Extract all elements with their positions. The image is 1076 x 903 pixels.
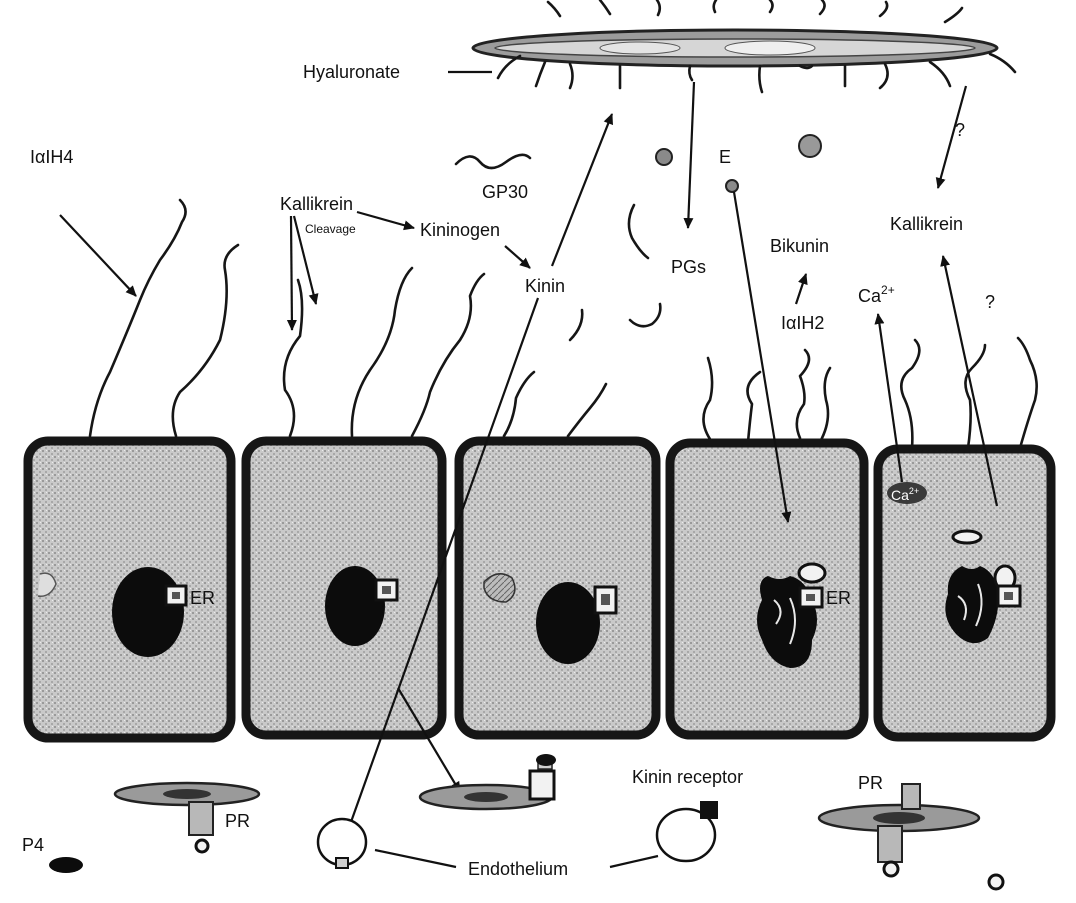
endothelium-label: Endothelium [468, 859, 568, 879]
arrow-kininogen-to-kinin [505, 246, 530, 268]
epithelial-cell-1: ER [28, 441, 231, 738]
epithelial-cell-5: Ca2+ [878, 449, 1051, 737]
endothelium-leader-right [610, 856, 658, 867]
arrow-iaih2-to-bikunin [796, 274, 806, 304]
gp30-label: GP30 [482, 182, 528, 202]
arrow-kinin-to-hyaluronate [552, 114, 612, 266]
ca-top-label: Ca2+ [858, 283, 895, 306]
pgs-label: PGs [671, 257, 706, 277]
arrow-kallikrein-cleave-1 [291, 216, 292, 330]
cleavage-label: Cleavage [305, 222, 356, 236]
kininogen-label: Kininogen [420, 220, 500, 240]
e-label: E [719, 147, 731, 167]
endothelial-cell-right [657, 801, 718, 861]
epithelial-cell-2 [246, 441, 442, 735]
iaih4-label: IαIH4 [30, 147, 73, 167]
arrow-kallikrein-to-kininogen [357, 212, 414, 228]
kinin-label: Kinin [525, 276, 565, 296]
question-mark-middle: ? [985, 292, 995, 312]
pr-left-label: PR [225, 811, 250, 831]
epithelial-cell-4: ER [670, 443, 864, 735]
endothelial-cell-left [318, 819, 366, 868]
kallikrein-right-label: Kallikrein [890, 214, 963, 234]
hyaluronate-label: Hyaluronate [303, 62, 400, 82]
kinin-receptor-marker [700, 801, 718, 819]
arrow-iaih4-to-hairs [60, 215, 136, 296]
iaih2-label: IαIH2 [781, 313, 824, 333]
granules [656, 135, 821, 192]
endothelial-cell-middle [420, 754, 556, 809]
pr-receptor-right [819, 784, 979, 876]
free-strands [570, 205, 660, 340]
er-label-cell-1: ER [190, 588, 215, 608]
pr-right-label: PR [858, 773, 883, 793]
loose-vesicle [989, 875, 1003, 889]
er-label-cell-4: ER [826, 588, 851, 608]
endothelium-leader-left [375, 850, 456, 867]
p4-label: P4 [22, 835, 44, 855]
kallikrein-left-label: Kallikrein [280, 194, 353, 214]
arrow-hyaluronate-to-pgs [688, 82, 694, 228]
hyaluronate-chain [473, 0, 1015, 92]
epithelial-cell-3 [459, 441, 656, 735]
p4-hormone [49, 857, 83, 873]
gp30-molecule [456, 155, 530, 168]
bikunin-label: Bikunin [770, 236, 829, 256]
kinin-receptor-label: Kinin receptor [632, 767, 743, 787]
